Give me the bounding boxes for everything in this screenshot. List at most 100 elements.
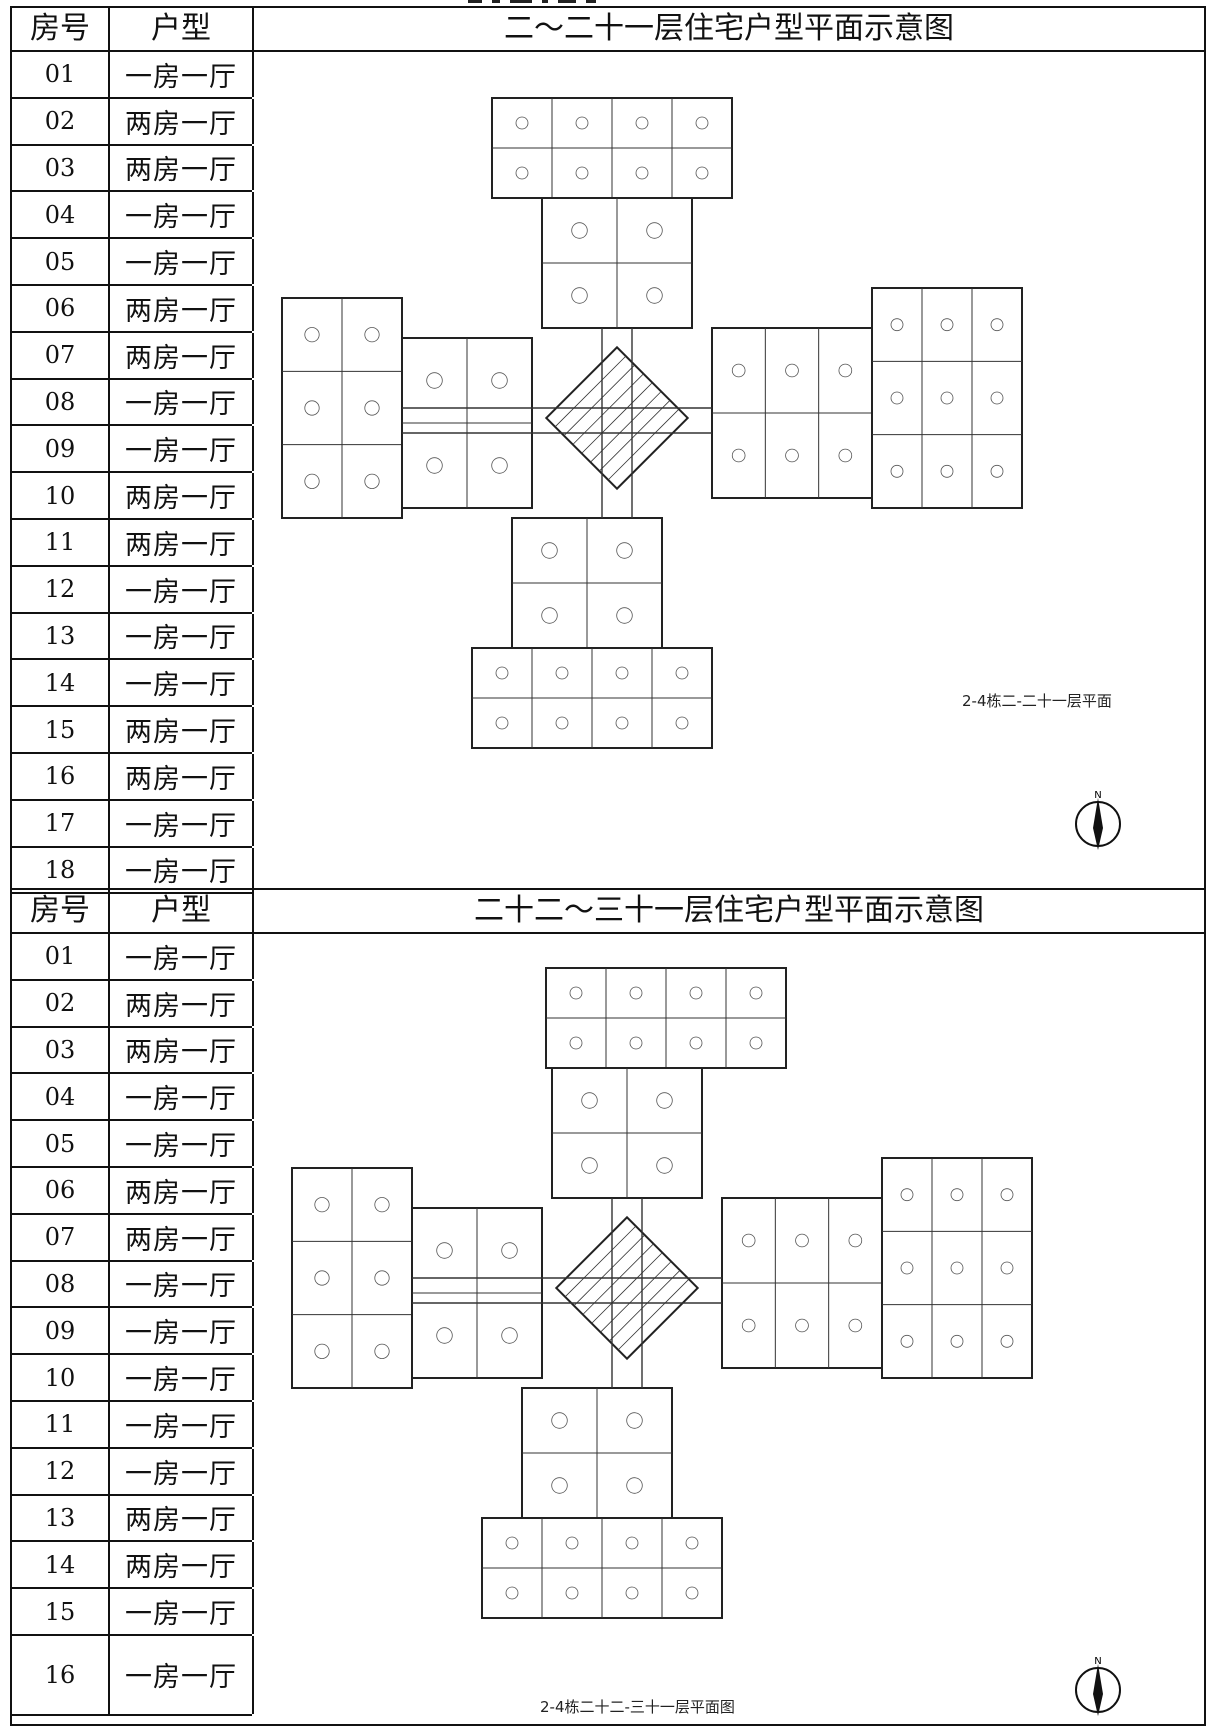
room-fixture [581, 1157, 598, 1174]
room-fixture [626, 1412, 643, 1429]
unit-type: 一房一厅 [110, 1401, 254, 1447]
room-number: 13 [12, 613, 110, 659]
room-fixture [838, 448, 853, 463]
room-fixture [515, 166, 529, 180]
room-fixture [785, 448, 799, 463]
plan-title: 二十二～三十一层住宅户型平面示意图 [474, 893, 984, 928]
room-fixture [940, 391, 954, 405]
room-fixture [656, 1157, 673, 1174]
room-number: 11 [12, 519, 110, 565]
room-number: 15 [12, 707, 110, 752]
room-fixture [626, 1477, 643, 1494]
room-fixture [364, 400, 380, 416]
room-fixture [501, 1327, 518, 1344]
room-fixture [581, 1092, 598, 1109]
room-number: 04 [12, 192, 110, 238]
unit-type: 两房一厅 [110, 332, 254, 378]
unit-type: 一房一厅 [110, 426, 254, 472]
unit-type: 一房一厅 [110, 1074, 254, 1120]
unit-type: 一房一厅 [110, 1308, 254, 1354]
room-fixture [501, 1242, 518, 1259]
unit-type: 一房一厅 [110, 192, 254, 238]
unit-type: 两房一厅 [110, 145, 254, 191]
room-fixture [625, 1586, 639, 1600]
room-fixture [616, 542, 633, 559]
room-fixture [364, 473, 380, 489]
room-number: 09 [12, 426, 110, 472]
room-number: 09 [12, 1308, 110, 1354]
wall [871, 287, 1023, 509]
room-fixture [785, 363, 799, 378]
room-fixture [656, 1092, 673, 1109]
room-number: 08 [12, 379, 110, 425]
room-fixture [741, 1233, 756, 1248]
room-number: 16 [12, 753, 110, 799]
room-number: 01 [12, 52, 110, 97]
unit-type: 两房一厅 [110, 1167, 254, 1213]
room-fixture [304, 400, 320, 416]
partition [582, 1243, 654, 1315]
floor-plan-drawing [291, 967, 1033, 1619]
partition [599, 400, 671, 472]
room-number: 04 [12, 1074, 110, 1120]
room-fixture [731, 448, 746, 463]
room-fixture [900, 1261, 914, 1275]
room-fixture [629, 986, 643, 1000]
plan-caption: 2-4栋二-二十一层平面 [962, 692, 1112, 710]
north-letter: N [1094, 1656, 1101, 1667]
room-fixture [749, 986, 763, 1000]
plan-title: 二～二十一层住宅户型平面示意图 [504, 11, 954, 46]
room-fixture [565, 1536, 579, 1550]
room-fixture [900, 1188, 914, 1202]
room-fixture [635, 166, 649, 180]
stair-core [544, 345, 690, 491]
room-fixture [569, 1036, 583, 1050]
table-header: 房号 户型 二十二～三十一层住宅户型平面示意图 [12, 890, 1204, 934]
room-number: 05 [12, 1121, 110, 1166]
room-number: 03 [12, 1027, 110, 1073]
room-fixture [890, 391, 904, 405]
unit-type-header: 户型 [110, 890, 254, 932]
room-fixture [838, 363, 853, 378]
room-fixture [314, 1197, 330, 1213]
room-fixture [1000, 1261, 1014, 1275]
partition [617, 1278, 690, 1351]
room-number: 14 [12, 660, 110, 706]
unit-type: 一房一厅 [110, 660, 254, 706]
unit-type: 一房一厅 [110, 800, 254, 846]
room-number: 18 [12, 847, 110, 893]
room-number: 02 [12, 980, 110, 1026]
room-fixture [515, 116, 529, 130]
room-fixture [689, 1036, 703, 1050]
room-number: 10 [12, 1355, 110, 1400]
room-fixture [629, 1036, 643, 1050]
table-header: 房号 户型 二～二十一层住宅户型平面示意图 [12, 8, 1204, 52]
stair-core [554, 1215, 700, 1361]
room-fixture [848, 1233, 863, 1248]
room-fixture [374, 1197, 390, 1213]
partition [563, 364, 635, 436]
room-fixture [731, 363, 746, 378]
unit-type: 一房一厅 [110, 1589, 254, 1634]
room-fixture [950, 1261, 964, 1275]
room-number: 12 [12, 1448, 110, 1494]
room-fixture [646, 222, 663, 239]
room-fixture [541, 542, 558, 559]
unit-type: 两房一厅 [110, 473, 254, 518]
room-fixture [616, 607, 633, 624]
